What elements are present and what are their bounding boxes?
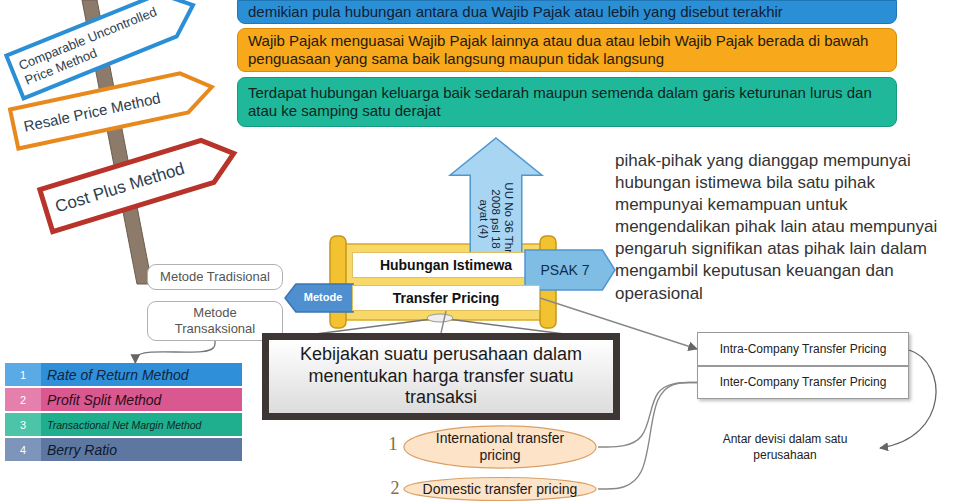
pointer-arrow: Metode — [285, 284, 353, 312]
type-box: Intra-Company Transfer Pricing — [697, 332, 909, 366]
sign-board-outline — [10, 67, 216, 148]
node-content: Metode Tradisional — [148, 267, 282, 287]
list-band: 4Berry Ratio — [5, 438, 242, 461]
list-number: 4 — [5, 438, 41, 461]
node-text: Inter-Company Transfer Pricing — [704, 375, 902, 389]
list-number: 1 — [5, 363, 41, 386]
pointer-arrow: PSAK 7 — [525, 250, 615, 290]
law-arrow: UU No 36 Thn 2008 psl 18 ayat (4) — [450, 138, 542, 262]
hanger-ring — [427, 314, 453, 322]
scroll-rod — [330, 236, 346, 328]
list-band: 1Rate of Return Method — [5, 363, 242, 386]
node-text: Kebijakan suatu perusahaan dalam menentu… — [277, 344, 605, 409]
note-text: Antar devisi dalam satu perusahaan — [700, 432, 870, 463]
node-content: PSAK 7 — [525, 260, 615, 281]
list-number: 3 — [5, 413, 41, 436]
node-content: 3Transactional Net Margin Method — [5, 413, 242, 436]
node-text: Terdapat hubungan keluarga baik sedarah … — [248, 84, 886, 120]
node-text: Metode — [297, 291, 349, 304]
node-text: Transfer Pricing — [359, 290, 533, 307]
type-ellipse-outline — [404, 426, 596, 468]
node-text: UU No 36 Thn 2008 psl 18 ayat (4) — [477, 177, 515, 261]
node-content: 2Profit Split Method — [5, 388, 242, 411]
node-content: International transfer pricing — [402, 428, 598, 466]
connector — [441, 311, 446, 333]
list-text: Berry Ratio — [41, 438, 242, 461]
node-text: Domestic transfer pricing — [420, 481, 580, 498]
node-content: Terdapat hubungan keluarga baik sedarah … — [238, 81, 896, 123]
definition-note: pihak-pihak yang dianggap mempunyai hubu… — [615, 150, 945, 305]
node-text: PSAK 7 — [531, 262, 599, 279]
pointer-arrow-outline — [525, 250, 615, 290]
node-text: Metode Transaksional — [152, 305, 278, 336]
pointer-arrow-outline — [285, 284, 353, 312]
law-arrow-outline — [450, 138, 542, 262]
node-content: 4Berry Ratio — [5, 438, 242, 461]
node-content: Transfer Pricing — [353, 288, 539, 309]
list-text: Rate of Return Method — [41, 363, 242, 386]
list-text: Profit Split Method — [41, 388, 242, 411]
node-content: demikian pula hubungan antara dua Wajib … — [238, 1, 896, 23]
node-content: Kebijakan suatu perusahaan dalam menentu… — [269, 341, 613, 412]
band: Terdapat hubungan keluarga baik sedarah … — [237, 77, 897, 127]
scroll-panel — [340, 244, 546, 320]
node-content: Metode — [285, 289, 353, 306]
node-text: Metode Tradisional — [152, 269, 278, 285]
node-content: Intra-Company Transfer Pricing — [698, 340, 908, 358]
connector — [135, 341, 215, 363]
type-ellipse: Domestic transfer pricing — [402, 477, 598, 501]
method-box: Metode Tradisional — [147, 264, 283, 290]
node-text: Hubungan Istimewa — [359, 257, 533, 274]
list-band: 2Profit Split Method — [5, 388, 242, 411]
type-ellipse-outline — [404, 477, 596, 500]
node-text: International transfer pricing — [426, 430, 574, 464]
node-content: Hubungan Istimewa — [353, 255, 539, 276]
node-text: Intra-Company Transfer Pricing — [704, 342, 902, 356]
type-ellipse: International transfer pricing — [402, 425, 598, 469]
band: demikian pula hubungan antara dua Wajib … — [237, 0, 897, 24]
band: Wajib Pajak menguasai Wajib Pajak lainny… — [237, 28, 897, 72]
node-content: Wajib Pajak menguasai Wajib Pajak lainny… — [238, 29, 896, 71]
list-number: 2 — [5, 388, 41, 411]
node-content: UU No 36 Thn 2008 psl 18 ayat (4) — [450, 138, 542, 262]
sign-board: Cost Plus Method — [40, 132, 240, 231]
node-text: Wajib Pajak menguasai Wajib Pajak lainny… — [248, 32, 886, 68]
definition-box: Kebijakan suatu perusahaan dalam menentu… — [262, 333, 620, 420]
banner-label: Hubungan Istimewa — [352, 252, 540, 278]
node-content: Domestic transfer pricing — [402, 480, 598, 499]
callout-number: 2 — [387, 479, 403, 499]
type-box: Inter-Company Transfer Pricing — [697, 366, 909, 399]
sign-board-outline — [40, 132, 240, 231]
node-content: Inter-Company Transfer Pricing — [698, 373, 908, 391]
banner-label: Transfer Pricing — [352, 285, 540, 311]
list-band: 3Transactional Net Margin Method — [5, 413, 242, 436]
node-text: demikian pula hubungan antara dua Wajib … — [248, 3, 886, 21]
list-text: Transactional Net Margin Method — [41, 413, 242, 436]
callout-number: 1 — [385, 434, 401, 455]
node-content: 1Rate of Return Method — [5, 363, 242, 386]
